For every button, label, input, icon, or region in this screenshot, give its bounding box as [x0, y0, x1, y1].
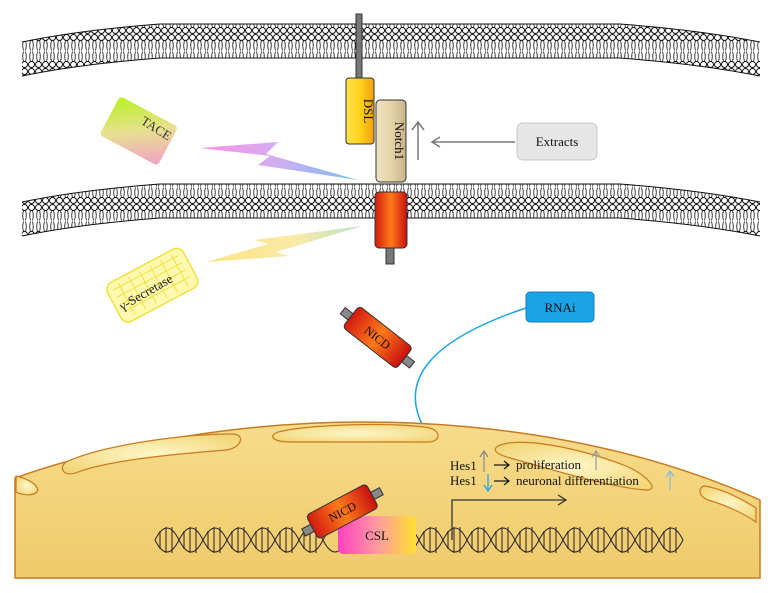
dsl-label: DSL	[361, 99, 376, 124]
right-arrow-icon	[494, 476, 510, 486]
dna-helix	[154, 527, 684, 553]
rnai-box: RNAi	[525, 291, 595, 323]
extracts-arrow	[430, 136, 515, 148]
csl-label: CSL	[365, 528, 389, 543]
gamma-secretase-enzyme: γ-Secretase	[106, 247, 199, 323]
hes1-differentiation-label: Hes1	[450, 473, 477, 488]
hes1-outcomes: Hes1 Hes1 proliferation neuronal differe…	[450, 449, 675, 493]
extracts-label: Extracts	[536, 134, 579, 149]
nucleus	[14, 421, 761, 579]
upper-membrane	[21, 23, 761, 77]
notch1-receptor: Notch1	[374, 99, 408, 265]
upregulation-arrow	[411, 120, 425, 160]
notch1-label: Notch1	[392, 122, 407, 160]
gamma-secretase-cleavage-bolt	[206, 226, 362, 262]
nuclear-vesicles	[15, 423, 757, 524]
rnai-label: RNAi	[544, 300, 575, 315]
proliferation-label: proliferation	[516, 457, 581, 472]
tace-enzyme: TACE	[100, 97, 177, 165]
csl-factor: CSL	[338, 516, 416, 554]
transcription-arrow	[451, 494, 568, 540]
neuronal-differentiation-label: neuronal differentiation	[516, 473, 639, 488]
right-arrow-icon	[494, 460, 510, 470]
proliferation-up-arrow	[591, 449, 601, 470]
hes1-down-arrow	[483, 474, 493, 493]
nicd-nucleus: NICD	[301, 484, 384, 539]
hes1-up-arrow	[479, 449, 489, 472]
tace-cleavage-bolt	[200, 142, 358, 180]
hes1-proliferation-label: Hes1	[450, 458, 477, 473]
extracts-box: Extracts	[516, 122, 598, 161]
differentiation-up-arrow	[665, 469, 675, 490]
nicd-free: NICD	[339, 306, 416, 369]
dsl-ligand: DSL	[345, 13, 376, 145]
